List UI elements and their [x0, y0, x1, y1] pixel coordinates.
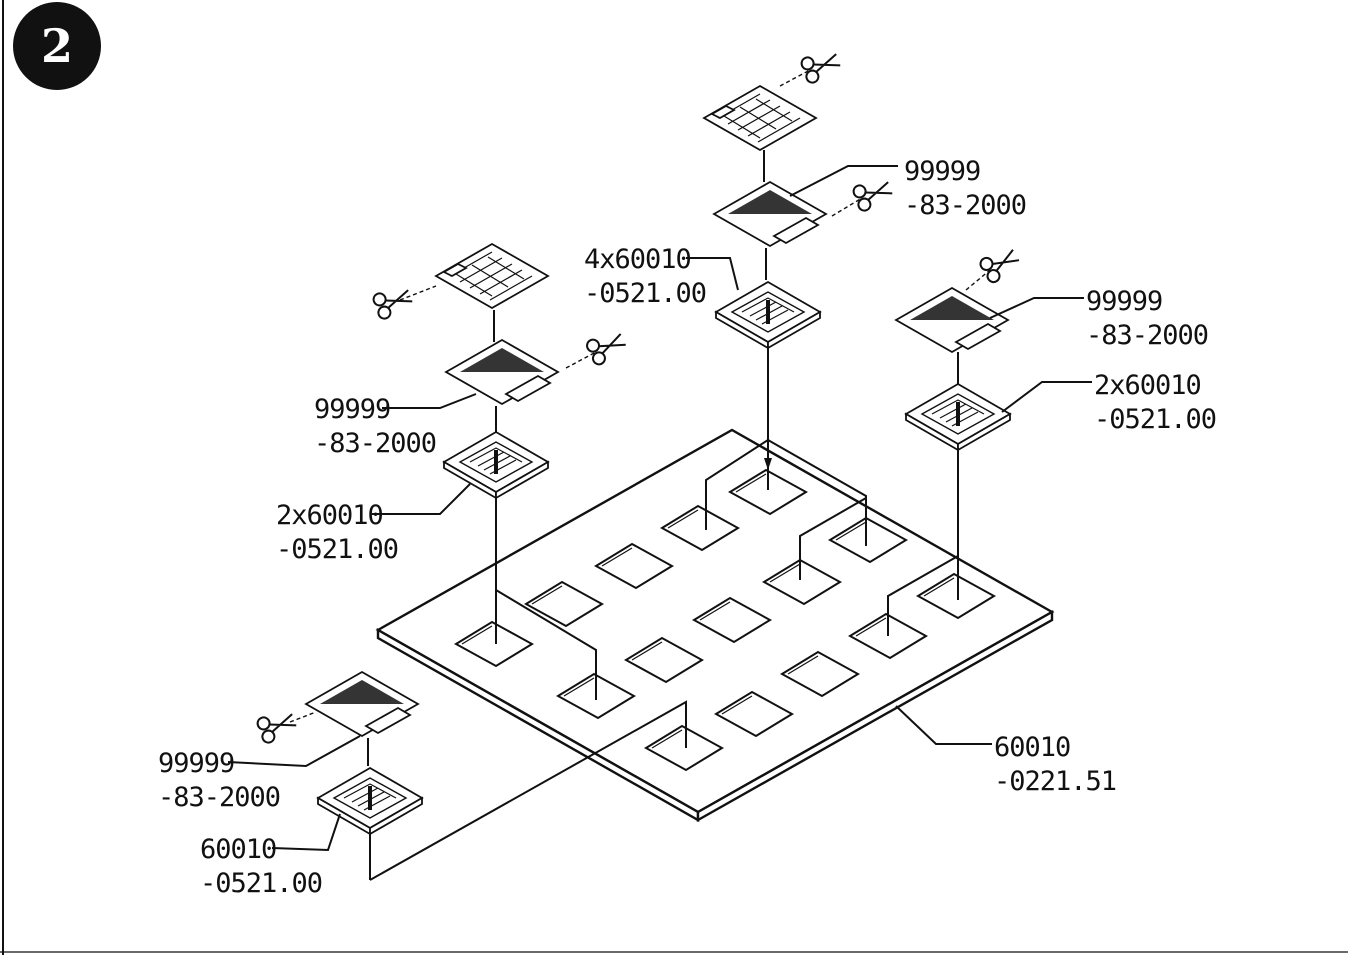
leader-lines — [227, 165, 1092, 852]
right-module-qty: 2x60010 — [1094, 370, 1201, 401]
step-number: 2 — [41, 19, 73, 73]
center-stack — [703, 46, 896, 580]
film-code-top: -83-2000 — [904, 190, 1026, 221]
film-number-right: 99999 — [1086, 286, 1162, 317]
film-code-left: -83-2000 — [314, 428, 436, 459]
film-number-front: 99999 — [158, 748, 234, 779]
film-code-right: -83-2000 — [1086, 320, 1208, 351]
plate-code: -0221.51 — [994, 766, 1116, 797]
part-labels: 99999 -83-2000 4x60010 -0521.00 99999 -8… — [158, 156, 1217, 899]
plate-number: 60010 — [994, 732, 1070, 763]
front-stack — [254, 671, 687, 881]
right-module-code: -0521.00 — [1094, 404, 1216, 435]
left-stack — [370, 243, 630, 700]
right-stack — [887, 242, 1024, 636]
base-plate — [375, 428, 1055, 823]
film-number-top: 99999 — [904, 156, 980, 187]
center-module-qty: 4x60010 — [584, 244, 691, 275]
left-module-code: -0521.00 — [276, 534, 398, 565]
step-badge: 2 — [13, 2, 101, 90]
scissors-icon — [798, 46, 844, 86]
front-module-code: -0521.00 — [200, 868, 322, 899]
left-module-qty: 2x60010 — [276, 500, 383, 531]
film-code-front: -83-2000 — [158, 782, 280, 813]
film-number-left: 99999 — [314, 394, 390, 425]
front-module-number: 60010 — [200, 834, 276, 865]
center-module-code: -0521.00 — [584, 278, 706, 309]
